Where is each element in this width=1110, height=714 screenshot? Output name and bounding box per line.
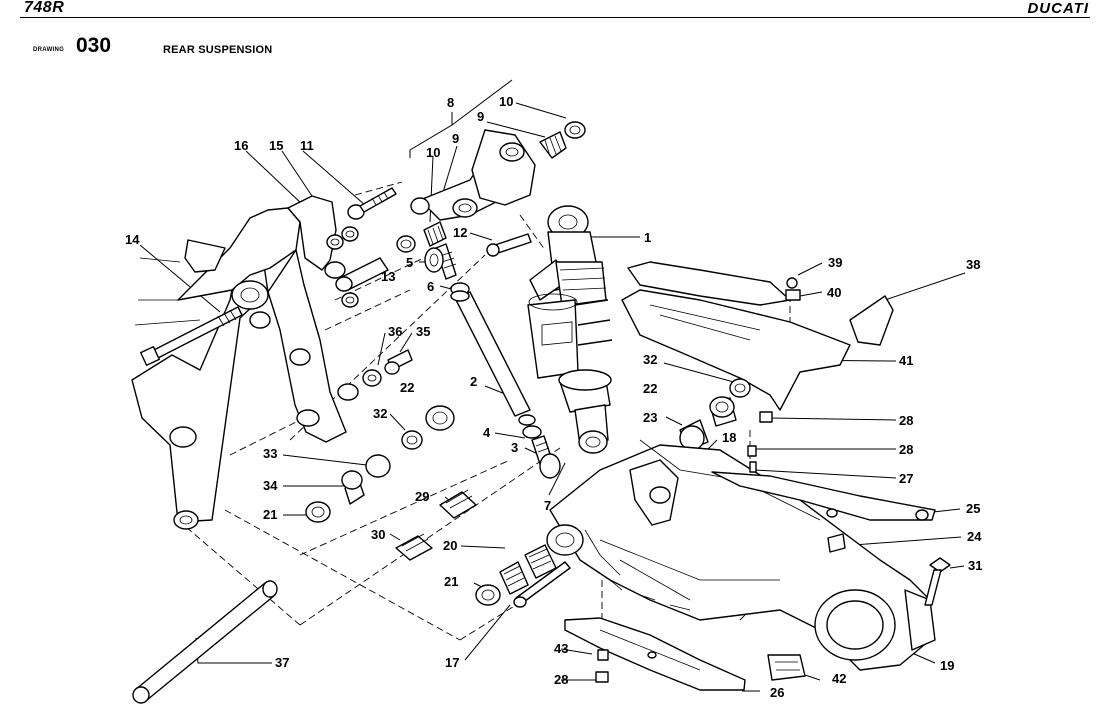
swingarm-19 bbox=[546, 439, 936, 671]
drawing-number: 030 bbox=[76, 34, 112, 57]
callout-3: 3 bbox=[511, 440, 518, 455]
drawing-label: DRAWING bbox=[33, 47, 65, 53]
callout-labels: 1 2 3 4 5 6 7 8 9 9 10 10 11 12 13 14 15… bbox=[125, 94, 982, 700]
callout-32b: 32 bbox=[643, 352, 657, 367]
callout-26: 26 bbox=[770, 685, 784, 700]
callout-7: 7 bbox=[544, 498, 551, 513]
chain-slider-25 bbox=[711, 471, 936, 521]
callout-28a: 28 bbox=[899, 413, 913, 428]
callout-15: 15 bbox=[269, 138, 283, 153]
drawing-title: REAR SUSPENSION bbox=[163, 44, 273, 56]
callout-20: 20 bbox=[443, 538, 457, 553]
callout-10a: 10 bbox=[499, 94, 513, 109]
callout-24: 24 bbox=[967, 529, 982, 544]
callout-19: 19 bbox=[940, 658, 954, 673]
callout-4: 4 bbox=[483, 425, 491, 440]
callout-14: 14 bbox=[125, 232, 140, 247]
callout-9a: 9 bbox=[477, 109, 484, 124]
callout-17: 17 bbox=[445, 655, 459, 670]
bushings-group bbox=[305, 349, 751, 606]
callout-12: 12 bbox=[453, 225, 467, 240]
shock-absorber-1 bbox=[527, 205, 613, 454]
long-bolt-14 bbox=[139, 306, 243, 367]
page-header: 748R DUCATI bbox=[0, 0, 1110, 48]
callout-8: 8 bbox=[447, 95, 454, 110]
rocker-arm-8 bbox=[396, 121, 586, 257]
callout-38: 38 bbox=[966, 257, 980, 272]
tie-rod-2 bbox=[424, 243, 561, 479]
callout-28c: 28 bbox=[554, 672, 568, 687]
callout-11: 11 bbox=[300, 138, 314, 153]
pin-13 bbox=[335, 257, 389, 308]
header-rule bbox=[20, 17, 1090, 18]
shaft-17 bbox=[513, 561, 571, 608]
callout-34: 34 bbox=[263, 478, 278, 493]
chain-guard-41 bbox=[621, 261, 894, 411]
parts-11-15-16 bbox=[326, 187, 397, 250]
callout-35: 35 bbox=[416, 324, 430, 339]
callout-9b: 9 bbox=[452, 131, 459, 146]
callout-39: 39 bbox=[828, 255, 842, 270]
callout-13: 13 bbox=[381, 269, 395, 284]
callout-32a: 32 bbox=[373, 406, 387, 421]
callout-27: 27 bbox=[899, 471, 913, 486]
model-name: 748R bbox=[24, 0, 65, 16]
callout-25: 25 bbox=[966, 501, 980, 516]
needle-bearings bbox=[395, 489, 557, 595]
callout-22a: 22 bbox=[400, 380, 414, 395]
callout-23: 23 bbox=[643, 410, 657, 425]
callout-37: 37 bbox=[275, 655, 289, 670]
callout-10b: 10 bbox=[426, 145, 440, 160]
callout-33: 33 bbox=[263, 446, 277, 461]
screws-group bbox=[595, 411, 951, 683]
callout-43: 43 bbox=[554, 641, 568, 656]
callout-40: 40 bbox=[827, 285, 841, 300]
chain-slider-26 bbox=[564, 617, 746, 691]
callout-30: 30 bbox=[371, 527, 385, 542]
frame-section bbox=[131, 195, 359, 530]
callout-18: 18 bbox=[722, 430, 736, 445]
callout-6: 6 bbox=[427, 279, 434, 294]
callout-29: 29 bbox=[415, 489, 429, 504]
callout-36: 36 bbox=[388, 324, 402, 339]
callout-21b: 21 bbox=[444, 574, 458, 589]
brand-logo-text: DUCATI bbox=[1027, 0, 1089, 17]
callout-28b: 28 bbox=[899, 442, 913, 457]
callout-31: 31 bbox=[968, 558, 982, 573]
callout-41: 41 bbox=[899, 353, 913, 368]
callout-21a: 21 bbox=[263, 507, 277, 522]
callout-16: 16 bbox=[234, 138, 248, 153]
callout-42: 42 bbox=[832, 671, 846, 686]
callout-22b: 22 bbox=[643, 381, 657, 396]
callout-1: 1 bbox=[644, 230, 651, 245]
callout-2: 2 bbox=[470, 374, 477, 389]
pin-37 bbox=[132, 580, 278, 704]
callout-5: 5 bbox=[406, 255, 413, 270]
